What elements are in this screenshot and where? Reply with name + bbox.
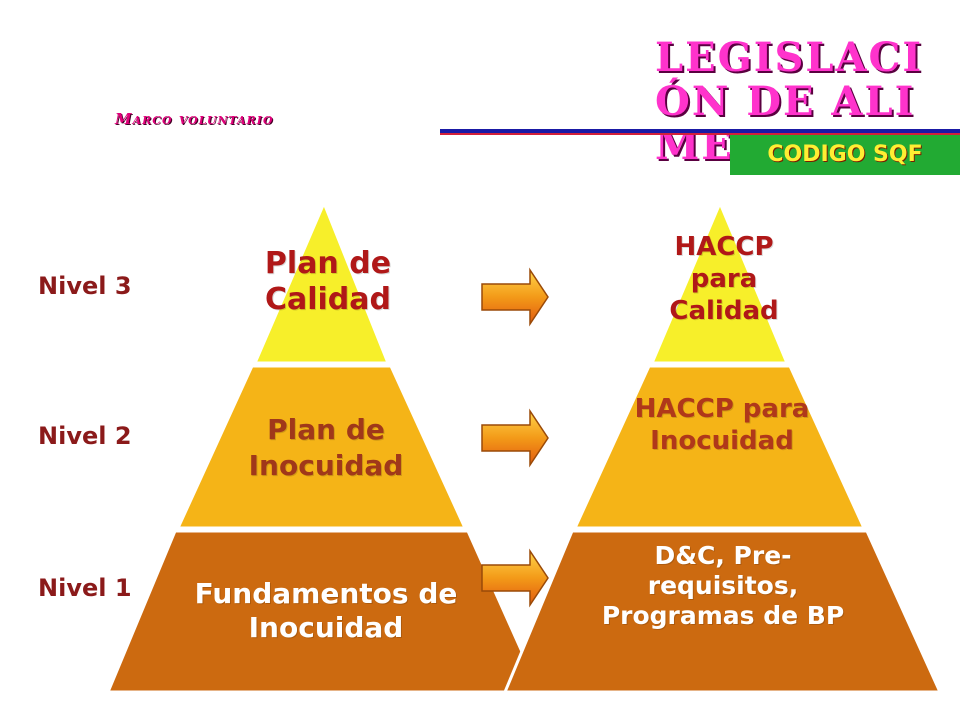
right-pyramid-middle-tier bbox=[572, 364, 867, 530]
left-bottom-tier-label: Fundamentos de Inocuidad bbox=[194, 577, 458, 644]
left-pyramid-top-tier bbox=[252, 199, 391, 365]
level-3-label: Nivel 3 bbox=[38, 272, 132, 300]
header-divider bbox=[440, 129, 960, 133]
left-top-tier-label: Plan de Calidad bbox=[264, 246, 392, 317]
arrow-right-icon bbox=[481, 408, 549, 468]
level-1-label: Nivel 1 bbox=[38, 574, 132, 602]
right-bottom-tier-label: D&C, Pre-requisitos, Programas de BP bbox=[601, 541, 845, 630]
arrow-right-icon bbox=[481, 548, 549, 608]
sqf-code-badge: CODIGO SQF bbox=[730, 135, 960, 175]
left-pyramid-middle-tier bbox=[175, 364, 468, 530]
subtitle: Marco voluntario bbox=[115, 110, 274, 128]
right-pyramid-bottom-tier bbox=[502, 529, 943, 694]
header-divider-accent bbox=[440, 133, 960, 135]
arrow-right-icon bbox=[481, 267, 549, 327]
level-2-label: Nivel 2 bbox=[38, 422, 132, 450]
right-middle-tier-label: HACCP para Inocuidad bbox=[634, 394, 810, 456]
right-pyramid-top-tier bbox=[649, 199, 790, 365]
right-top-tier-label: HACCP para Calidad bbox=[669, 232, 779, 326]
left-middle-tier-label: Plan de Inocuidad bbox=[248, 413, 404, 482]
